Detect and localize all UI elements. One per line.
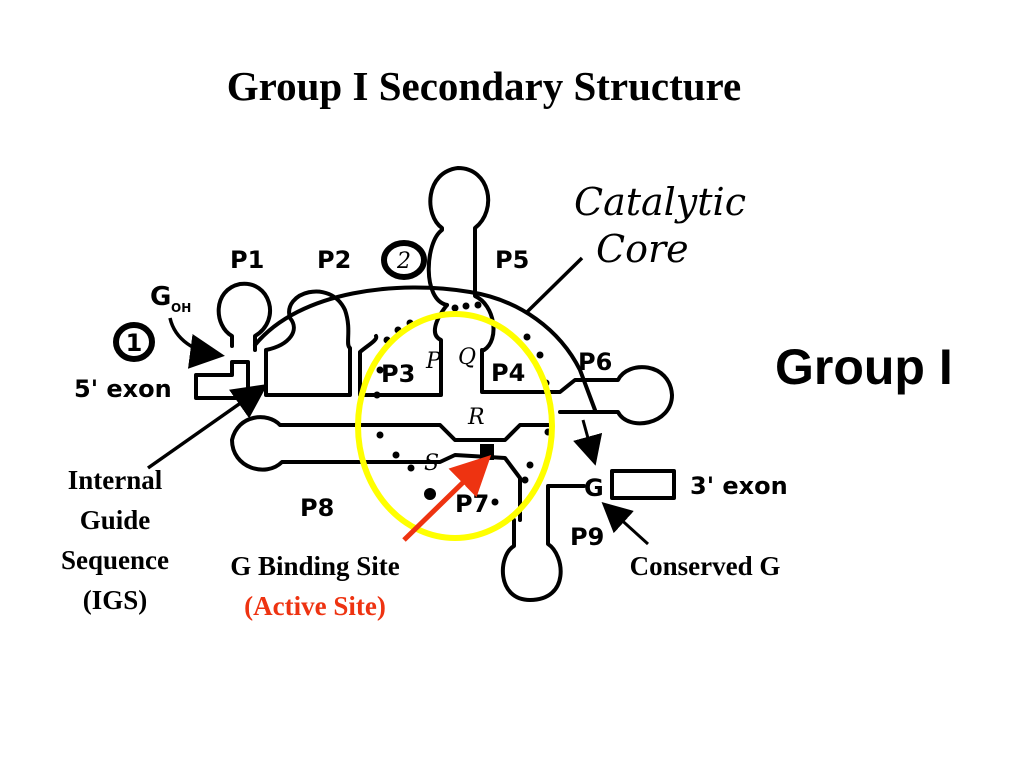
svg-text:2: 2 <box>396 249 411 274</box>
slide-title: Group I Secondary Structure <box>226 63 742 109</box>
p3-region <box>358 334 379 397</box>
g-oh-subscript: OH <box>171 301 191 315</box>
core-letter-q: Q <box>458 345 476 370</box>
r-strand <box>353 423 552 442</box>
active-site-arrow <box>402 455 492 542</box>
p5-hairpin <box>426 166 496 352</box>
catalytic-label: Catalytic <box>574 180 746 224</box>
active-site-text: (Active Site) <box>244 591 386 621</box>
p3-label: P3 <box>381 360 415 388</box>
p3-p4-junction <box>360 303 449 397</box>
catalytic-core-highlight <box>355 311 555 541</box>
svg-text:1: 1 <box>126 329 143 357</box>
core-letter-s: S <box>424 451 439 476</box>
p9-hairpin <box>500 484 586 602</box>
five-prime-exon-box <box>194 360 250 400</box>
igs-line-1: Internal <box>67 465 163 495</box>
g-oh-label: G <box>150 282 171 312</box>
group-i-label: Group I <box>775 339 953 395</box>
core-letter-r: R <box>467 405 485 430</box>
g-binding-site-text: G Binding Site <box>230 551 400 581</box>
p5-label: P5 <box>495 246 529 274</box>
three-prime-exon-box <box>610 469 676 500</box>
igs-line-3: Sequence <box>61 545 169 575</box>
conserved-g-letter: G <box>584 474 604 502</box>
igs-arrow <box>146 383 268 470</box>
p7-label: P7 <box>455 490 489 518</box>
g-binding-site-label: G Binding Site (Active Site) <box>200 546 430 626</box>
three-prime-exon-label: 3' exon <box>690 472 788 500</box>
p6-label: P6 <box>578 348 612 376</box>
igs-label: Internal Guide Sequence (IGS) <box>40 460 190 620</box>
igs-line-2: Guide <box>79 505 151 535</box>
p6-hairpin <box>558 365 674 426</box>
step-2-marker: 2 <box>381 240 427 280</box>
igs-line-4: (IGS) <box>82 585 148 615</box>
p1-label: P1 <box>230 246 264 274</box>
p8-hairpin <box>230 415 362 472</box>
p4-label: P4 <box>491 359 525 387</box>
splice-arrow <box>573 419 603 466</box>
p2-label: P2 <box>317 246 351 274</box>
p9-label: P9 <box>570 523 604 551</box>
step-1-marker: 1 <box>113 322 155 362</box>
p2-hairpin <box>264 289 352 397</box>
core-letter-p: P <box>425 349 442 374</box>
conserved-g-label: Conserved G <box>629 551 781 581</box>
core-label: Core <box>596 227 689 271</box>
catalytic-core-pointer <box>525 256 584 314</box>
core-backbone-arc <box>253 285 597 412</box>
s-strand <box>358 453 522 522</box>
conserved-g-arrow <box>601 501 650 546</box>
p1-hairpin <box>216 281 272 352</box>
p8-label: P8 <box>300 494 334 522</box>
five-prime-exon-label: 5' exon <box>74 375 172 403</box>
g-oh-arrow <box>168 317 225 369</box>
